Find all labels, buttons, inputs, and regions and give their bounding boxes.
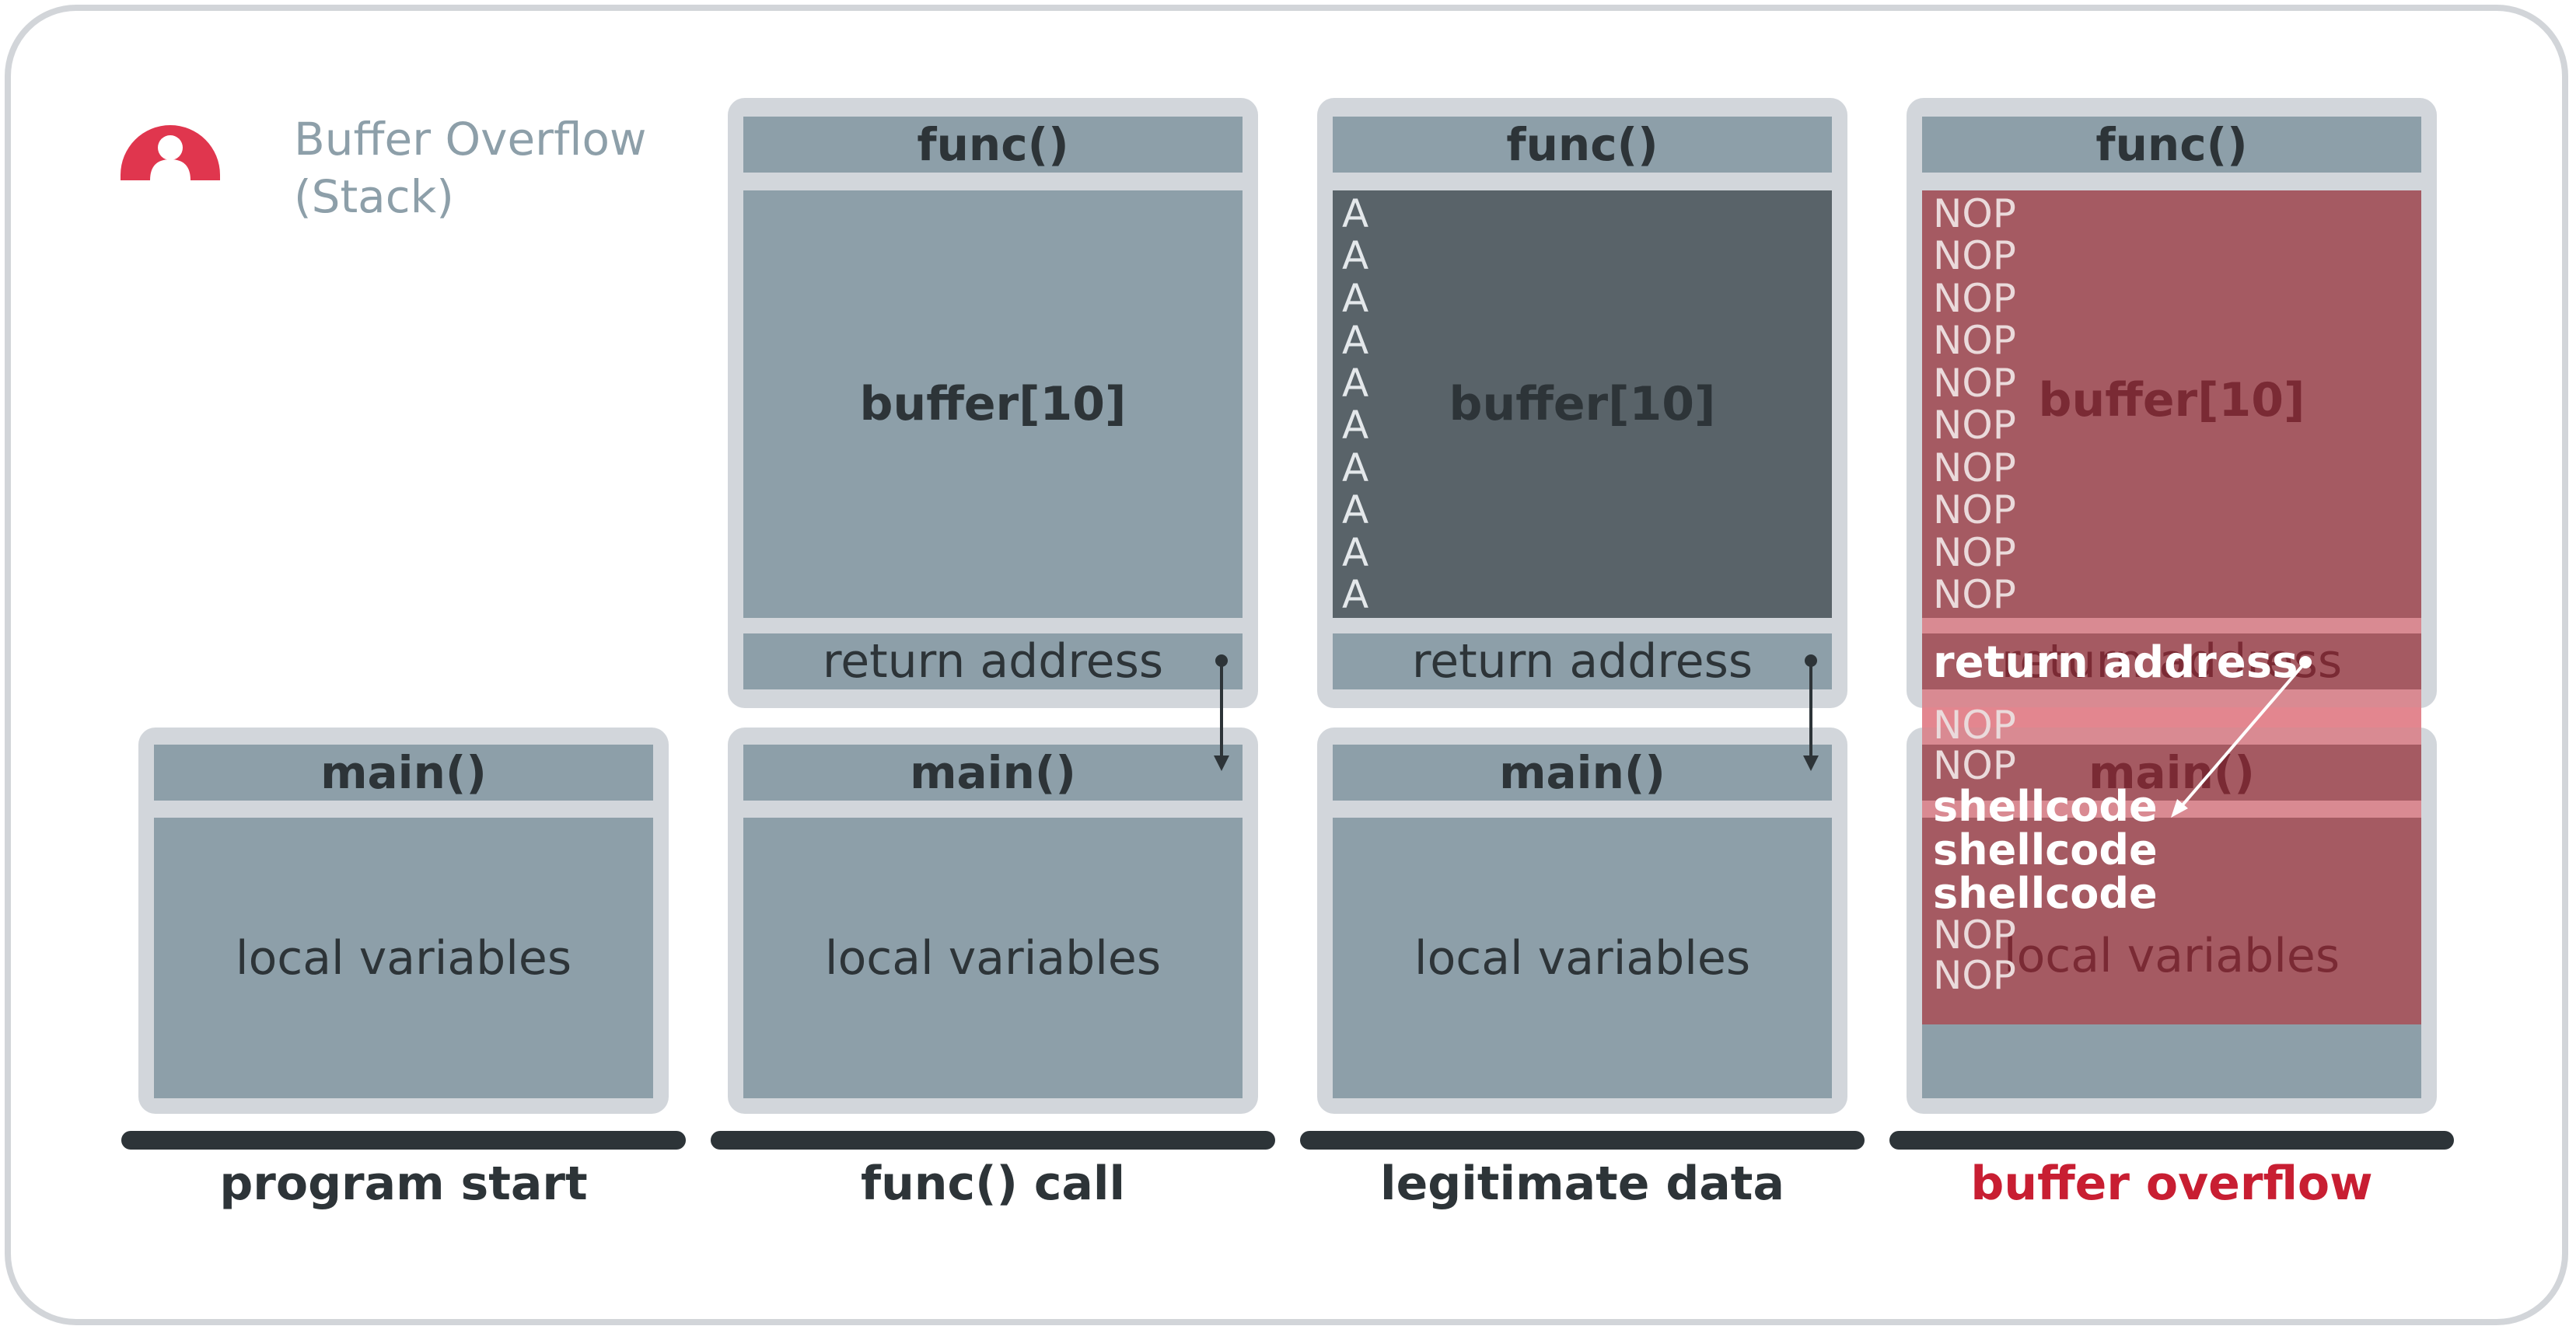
local-variables-3: local variables	[1333, 818, 1832, 1098]
nop-item: NOP	[1933, 571, 2016, 617]
main-header-3: main()	[1333, 745, 1832, 801]
stage-label-buffer-overflow: buffer overflow	[1970, 1157, 2373, 1211]
nop-item: NOP	[1933, 445, 2016, 490]
stage-label-func-call: func() call	[860, 1157, 1126, 1211]
data-byte: A	[1342, 529, 1369, 575]
data-byte: A	[1342, 318, 1369, 364]
nop-item: NOP	[1933, 487, 2016, 533]
func-header-4: func()	[1922, 117, 2421, 173]
return-address-3: return address	[1333, 633, 1832, 689]
data-byte: A	[1342, 487, 1369, 533]
overflow-region	[1922, 190, 2421, 1024]
data-byte: A	[1342, 191, 1369, 236]
buffer-3: buffer[10]	[1333, 190, 1832, 618]
overflow-gap	[1922, 618, 2421, 633]
main-header-2: main()	[743, 745, 1243, 801]
payload-column: NOP NOP shellcode shellcode shellcode NO…	[1933, 706, 2158, 995]
shellcode-item: shellcode	[1933, 825, 2158, 874]
legit-data-column: A A A A A A A A A A	[1342, 194, 1368, 614]
buffer-2: buffer[10]	[743, 190, 1243, 618]
nop-item: NOP	[1933, 318, 2016, 364]
stage-label-program-start: program start	[219, 1157, 588, 1211]
stage-baseline-4	[1889, 1131, 2454, 1150]
shellcode-item: shellcode	[1933, 782, 2158, 832]
nop-item: NOP	[1933, 191, 2016, 236]
title-line-2: (Stack)	[294, 170, 454, 223]
func-header-2: func()	[743, 117, 1243, 173]
stage-baseline-2	[711, 1131, 1275, 1150]
data-byte: A	[1342, 360, 1369, 406]
data-byte: A	[1342, 571, 1369, 617]
diagram-title: Buffer Overflow (Stack)	[294, 110, 646, 225]
main-header-1: main()	[154, 745, 653, 801]
stage-label-legitimate-data: legitimate data	[1380, 1157, 1784, 1211]
stage-baseline-3	[1300, 1131, 1865, 1150]
nop-item: NOP	[1933, 403, 2016, 448]
local-variables-1: local variables	[154, 818, 653, 1098]
nop-item: NOP	[1933, 529, 2016, 575]
nop-item: NOP	[1933, 952, 2016, 998]
nop-item: NOP	[1933, 742, 2016, 788]
title-line-1: Buffer Overflow	[294, 113, 647, 166]
nop-item: NOP	[1933, 233, 2016, 279]
nop-item: NOP	[1933, 360, 2016, 406]
data-byte: A	[1342, 445, 1369, 490]
nop-item: NOP	[1933, 275, 2016, 321]
data-byte: A	[1342, 233, 1369, 279]
stage-baseline-1	[121, 1131, 686, 1150]
local-variables-2: local variables	[743, 818, 1243, 1098]
overwritten-return-address: return address	[1933, 637, 2298, 688]
overflow-gap	[1922, 707, 2421, 728]
local-variables-ghost-label: local variables	[2003, 929, 2340, 983]
nop-item: NOP	[1933, 703, 2016, 748]
shellcode-item: shellcode	[1933, 868, 2158, 918]
return-address-2: return address	[743, 633, 1243, 689]
data-byte: A	[1342, 275, 1369, 321]
nop-sled-column: NOP NOP NOP NOP NOP NOP NOP NOP NOP NOP	[1933, 194, 2016, 614]
buffer-ghost-label: buffer[10]	[2038, 373, 2305, 427]
data-byte: A	[1342, 403, 1369, 448]
func-header-3: func()	[1333, 117, 1832, 173]
nop-item: NOP	[1933, 913, 2016, 958]
